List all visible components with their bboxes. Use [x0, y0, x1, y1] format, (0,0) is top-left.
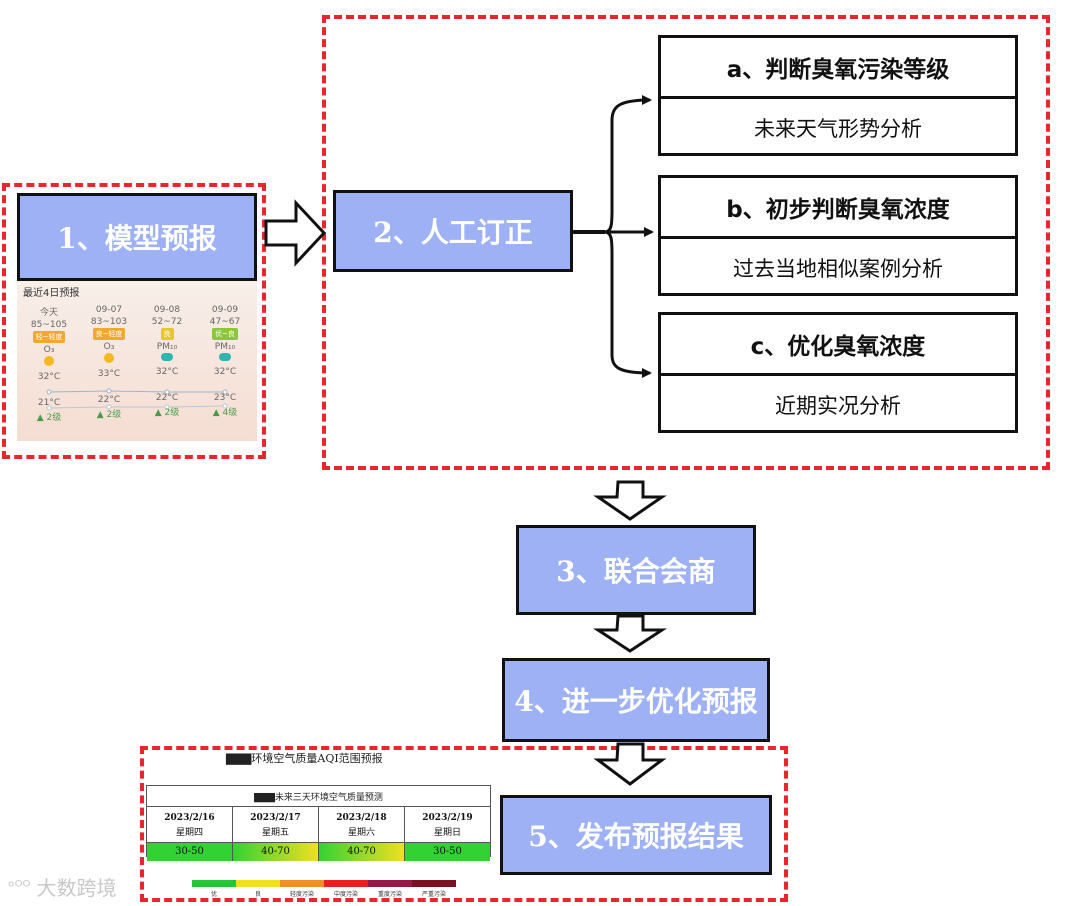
legend-label: 良	[254, 891, 261, 898]
aqi-range-cell: 30-50	[405, 842, 490, 861]
weather-level-badge: 优~良	[212, 328, 238, 340]
legend-swatch-moderate	[324, 880, 368, 887]
analysis-title: c、优化臭氧浓度	[661, 315, 1015, 376]
aqi-weekday: 星期五	[261, 828, 289, 838]
legend-swatch-good	[236, 880, 280, 887]
temperature-trend-lines	[46, 388, 228, 411]
aqi-date: 2023/2/17	[250, 813, 301, 823]
weather-pollutant: O₃	[43, 345, 55, 355]
aqi-caption: ▇▇▇环境空气质量AQI范围预报	[226, 752, 383, 765]
weather-wind: ▲ 4级	[212, 408, 238, 418]
weather-high-temp: 33°C	[97, 369, 121, 379]
legend-label: 重度污染	[377, 891, 402, 898]
weather-low-temp: 22°C	[97, 395, 121, 405]
weather-level-badge: 良	[160, 328, 174, 340]
weather-aqi-range: 85~105	[30, 320, 68, 330]
analysis-card-c: c、优化臭氧浓度 近期实况分析	[658, 312, 1018, 433]
analysis-title: a、判断臭氧污染等级	[661, 38, 1015, 99]
weather-title: 最近4日预报	[23, 288, 80, 299]
hollow-arrow-down	[593, 742, 667, 786]
step-further-optimization: 4、进一步优化预报	[502, 658, 770, 742]
legend-label: 优	[210, 891, 217, 898]
weather-wind: ▲ 2级	[36, 413, 62, 423]
weather-pollutant: PM₁₀	[156, 342, 178, 352]
weather-aqi-range: 52~72	[151, 317, 183, 327]
aqi-weekday: 星期日	[433, 828, 461, 838]
aqi-table-body: ▇▇▇未来三天环境空气质量预测 2023/2/16 星期四 30-50 2023…	[146, 785, 491, 861]
aqi-range-cell: 40-70	[233, 842, 318, 861]
weather-high-temp: 32°C	[213, 367, 237, 377]
aqi-table-title: ▇▇▇未来三天环境空气质量预测	[147, 786, 490, 807]
manual-correction-region	[322, 15, 1050, 470]
legend-swatch-heavy	[368, 880, 412, 887]
weather-date: 今天	[39, 308, 58, 318]
step-publish-results: 5、发布预报结果	[500, 795, 772, 875]
step-joint-consultation: 3、联合会商	[516, 525, 756, 615]
publish-region	[140, 746, 788, 902]
analysis-subtitle: 过去当地相似案例分析	[733, 257, 943, 281]
weather-low-temp: 21°C	[37, 398, 61, 408]
aqi-weekday: 星期四	[175, 828, 203, 838]
weather-high-temp: 32°C	[155, 367, 179, 377]
aqi-weekday: 星期六	[347, 828, 375, 838]
weather-level-badge: 良~轻度	[92, 328, 126, 340]
cloud-icon	[161, 353, 173, 361]
branch-connector	[604, 95, 652, 234]
weather-day-1: 今天 85~105 轻~轻度 O₃ 32°C 21°C ▲ 2级	[24, 305, 74, 423]
weather-date: 09-09	[211, 305, 239, 315]
aqi-date: 2023/2/16	[164, 813, 215, 823]
weather-high-temp: 32°C	[37, 372, 61, 382]
step-model-forecast: 1、模型预报	[17, 193, 257, 281]
watermark-logo-icon: ᵒᴼᴼ	[8, 877, 31, 896]
legend-label: 轻度污染	[289, 891, 314, 898]
legend-label: 中度污染	[333, 891, 358, 898]
weather-day-3: 09-08 52~72 良 PM₁₀ 32°C 22°C ▲ 2级	[142, 305, 192, 418]
watermark-text: 大数跨境	[36, 876, 117, 900]
weather-pollutant: O₃	[103, 342, 115, 352]
weather-day-4: 09-09 47~67 优~良 PM₁₀ 32°C 23°C ▲ 4级	[200, 305, 250, 418]
weather-day-2: 09-07 83~103 良~轻度 O₃ 33°C 22°C ▲ 2级	[84, 305, 134, 420]
sun-icon	[104, 353, 114, 363]
aqi-day-column: 2023/2/17 星期五 40-70	[233, 807, 319, 861]
aqi-date: 2023/2/19	[422, 813, 473, 823]
legend-swatch-light	[280, 880, 324, 887]
legend-swatch-excellent	[192, 880, 236, 887]
weather-low-temp: 23°C	[213, 393, 237, 403]
aqi-range-cell: 30-50	[147, 842, 232, 861]
aqi-day-column: 2023/2/18 星期六 40-70	[319, 807, 405, 861]
aqi-date: 2023/2/18	[336, 813, 387, 823]
analysis-title: b、初步判断臭氧浓度	[661, 178, 1015, 239]
analysis-card-b: b、初步判断臭氧浓度 过去当地相似案例分析	[658, 175, 1018, 296]
analysis-subtitle: 未来天气形势分析	[754, 117, 922, 141]
legend-label: 严重污染	[421, 891, 446, 898]
weather-level-badge: 轻~轻度	[32, 331, 66, 343]
branch-connector	[604, 230, 652, 378]
step-manual-correction: 2、人工订正	[333, 190, 573, 272]
weather-forecast-widget: 最近4日预报 今天 85~105 轻~轻度 O₃ 32°C 21°C ▲ 2级 …	[17, 281, 257, 441]
hollow-arrow-down	[592, 614, 668, 653]
weather-aqi-range: 47~67	[209, 317, 241, 327]
aqi-day-column: 2023/2/19 星期日 30-50	[405, 807, 490, 861]
watermark: ᵒᴼᴼ 大数跨境	[8, 872, 116, 901]
hollow-arrow-right	[264, 199, 327, 267]
weather-date: 09-07	[95, 305, 123, 315]
analysis-card-a: a、判断臭氧污染等级 未来天气形势分析	[658, 35, 1018, 156]
model-forecast-region	[2, 183, 266, 459]
weather-aqi-range: 83~103	[90, 317, 128, 327]
weather-pollutant: PM₁₀	[214, 342, 236, 352]
analysis-subtitle: 近期实况分析	[775, 394, 901, 418]
cloud-icon	[219, 353, 231, 361]
aqi-legend: 优 良 轻度污染 中度污染 重度污染 严重污染	[192, 880, 456, 898]
aqi-range-cell: 40-70	[319, 842, 404, 861]
aqi-forecast-table: ▇▇▇环境空气质量AQI范围预报 ▇▇▇未来三天环境空气质量预测 2023/2/…	[146, 750, 491, 900]
weather-date: 09-08	[153, 305, 181, 315]
weather-low-temp: 22°C	[155, 393, 179, 403]
sun-icon	[44, 356, 54, 366]
weather-wind: ▲ 2级	[154, 408, 180, 418]
weather-wind: ▲ 2级	[96, 410, 122, 420]
hollow-arrow-down	[593, 480, 667, 521]
aqi-day-column: 2023/2/16 星期四 30-50	[147, 807, 233, 861]
legend-swatch-severe	[412, 880, 456, 887]
